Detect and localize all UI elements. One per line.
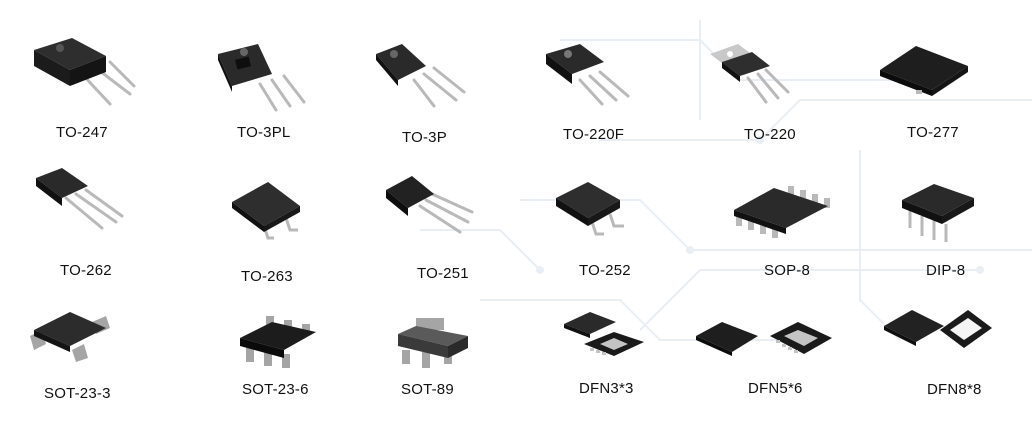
to-263-package-icon (232, 182, 300, 240)
to-220f-package-icon (546, 44, 630, 106)
package-label: SOT-23-3 (44, 385, 111, 402)
to-3pl-package-icon (218, 44, 306, 112)
dfn5x6-package-icon (696, 322, 832, 356)
package-to-3p (368, 40, 468, 110)
dip-8-package-icon (902, 184, 974, 242)
to-247-package-icon (34, 38, 136, 106)
sot-23-6-package-icon (240, 316, 316, 368)
package-label: SOT-23-6 (242, 381, 309, 398)
to-262-package-icon (36, 168, 124, 230)
package-to-252 (552, 178, 634, 240)
package-label: DFN8*8 (927, 381, 982, 398)
package-label: TO-220F (563, 126, 625, 143)
package-label: SOT-89 (401, 381, 454, 398)
sot-23-3-package-icon (30, 312, 110, 362)
package-label: DFN3*3 (579, 380, 634, 397)
sop-8-package-icon (734, 186, 830, 238)
package-label: TO-263 (241, 268, 293, 285)
package-label: TO-220 (744, 126, 796, 143)
package-label: DIP-8 (926, 262, 966, 279)
to-252-package-icon (556, 182, 624, 236)
package-to-263 (228, 178, 312, 248)
to-3p-package-icon (376, 44, 466, 108)
package-label: TO-277 (907, 124, 959, 141)
package-label: TO-251 (417, 265, 469, 282)
package-dip-8 (898, 180, 982, 242)
package-label: TO-3PL (237, 124, 291, 141)
package-label: TO-247 (56, 124, 108, 141)
to-251-package-icon (386, 176, 474, 234)
package-to-262 (32, 164, 128, 234)
to-277-package-icon (880, 46, 968, 96)
package-label: TO-252 (579, 262, 631, 279)
package-label: TO-262 (60, 262, 112, 279)
package-to-247 (30, 34, 140, 106)
package-sot-23-3 (26, 306, 116, 362)
package-dfn8x8 (882, 306, 992, 362)
package-label: TO-3P (402, 129, 447, 146)
package-to-251 (384, 172, 480, 238)
package-dfn3x3 (560, 308, 646, 362)
package-to-277 (876, 42, 972, 98)
package-sot-23-6 (236, 316, 320, 368)
package-label: SOP-8 (764, 262, 811, 279)
package-label: DFN5*6 (748, 380, 803, 397)
package-to-220f (540, 42, 640, 108)
package-to-3pl (214, 40, 314, 112)
package-dfn5x6 (694, 318, 834, 366)
dfn8x8-package-icon (884, 310, 992, 348)
dfn3x3-package-icon (564, 312, 644, 356)
package-to-220 (708, 44, 798, 106)
package-sop-8 (728, 182, 838, 238)
package-sot-89 (396, 316, 472, 372)
to-220-package-icon (710, 44, 790, 104)
sot-89-package-icon (398, 318, 468, 368)
